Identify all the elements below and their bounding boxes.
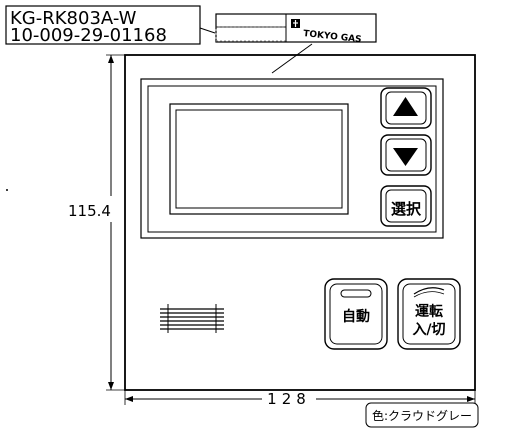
height-value: 115.4 xyxy=(68,202,111,220)
width-value: 128 xyxy=(267,390,311,408)
model-number: KG-RK803A-W xyxy=(10,8,137,29)
part-number: 10-009-29-01168 xyxy=(10,25,167,46)
color-note: 色:クラウドグレー xyxy=(365,402,479,428)
color-note-text: 色:クラウドグレー xyxy=(372,409,472,423)
up-button[interactable] xyxy=(380,87,432,129)
tokyo-gas-logo-icon xyxy=(291,19,300,28)
outer-panel xyxy=(124,54,476,391)
select-button[interactable]: 選択 xyxy=(380,185,432,227)
down-arrow-icon xyxy=(393,148,418,166)
width-dimension: 128 xyxy=(124,390,476,408)
auto-button[interactable]: 自動 xyxy=(324,278,388,350)
lcd-display xyxy=(169,103,349,215)
header-leader xyxy=(199,27,216,34)
label-plate: TOKYO GAS xyxy=(215,13,377,45)
power-button[interactable]: 運転 入/切 xyxy=(397,278,461,350)
power-label-bottom: 入/切 xyxy=(412,322,445,338)
select-label: 選択 xyxy=(391,200,422,218)
auto-label: 自動 xyxy=(342,308,370,325)
margin-dot xyxy=(6,189,8,191)
power-indicator-lamp xyxy=(413,287,445,298)
down-button[interactable] xyxy=(380,134,432,176)
power-label-top: 運転 xyxy=(415,303,443,320)
auto-indicator-lamp xyxy=(340,289,372,298)
plate-leader xyxy=(271,43,313,74)
height-dimension: 115.4 xyxy=(68,54,125,391)
header-box: KG-RK803A-W 10-009-29-01168 xyxy=(5,5,201,46)
up-arrow-icon xyxy=(393,97,418,116)
speaker-grille-icon xyxy=(160,304,224,333)
control-frame xyxy=(140,78,444,239)
